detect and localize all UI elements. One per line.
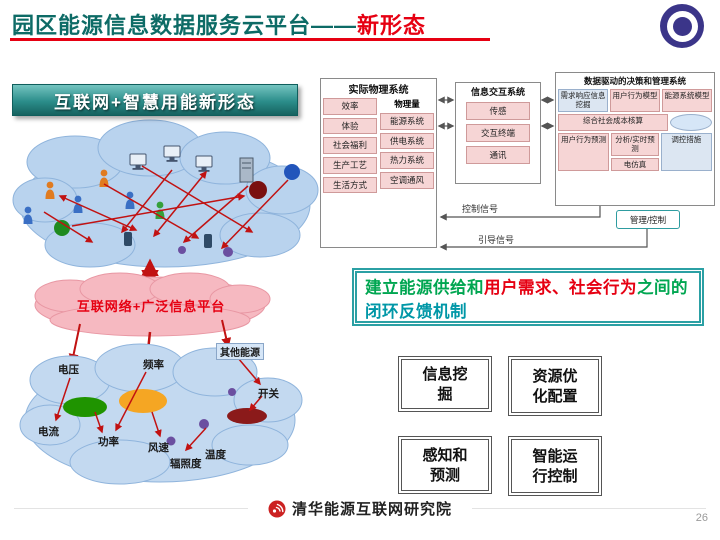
page-title: 园区能源信息数据服务云平台——新形态	[12, 8, 426, 40]
system-flow-arrows	[437, 96, 648, 251]
decision-item: 分析/实时预测	[611, 132, 659, 156]
internet-platform-label: 互联网络+广泛信息平台	[76, 299, 226, 314]
physical-item: 效率	[323, 98, 377, 115]
sensors-cloud	[19, 343, 303, 485]
title-underline	[10, 38, 490, 41]
decision-item: 电仿真	[611, 157, 659, 171]
decision-item: 能源系统模型	[662, 89, 712, 112]
server-icon	[239, 157, 254, 183]
tsinghua-logo-icon	[660, 4, 704, 48]
node-irradiance: 辐照度	[170, 458, 202, 470]
sensor-arrows	[54, 357, 263, 452]
internet-platform-cloud	[34, 272, 271, 337]
page-title-main: 园区能源信息数据服务云平台——	[12, 13, 358, 38]
physical-subsystem: 空调通风	[380, 171, 434, 189]
feedback-text-segment: 用户需求、社会行为	[484, 279, 637, 297]
feedback-text-segment: 建立能源供给和	[365, 279, 484, 297]
footer-divider	[472, 508, 707, 509]
page-number: 26	[695, 512, 708, 524]
control-signal-line	[439, 206, 601, 221]
footer-divider	[14, 508, 248, 509]
node-voltage: 电压	[58, 364, 79, 376]
users-devices-cloud	[12, 119, 319, 268]
section-banner: 互联网+智慧用能新形态	[12, 84, 298, 116]
interconnect-arrows	[43, 165, 289, 250]
physical-subsystem: 供电系统	[380, 132, 434, 150]
node-wind-speed: 风速	[148, 442, 169, 454]
interaction-system-title: 信息交互系统	[470, 87, 525, 97]
interaction-item: 通讯	[466, 146, 530, 164]
node-power: 功率	[98, 436, 119, 448]
manage-control-box: 管理/控制	[616, 210, 680, 229]
capability-box-sense-predict: 感知和预测	[398, 436, 492, 494]
physical-item: 生产工艺	[323, 156, 377, 174]
decision-system-title: 数据驱动的决策和管理系统	[583, 76, 686, 86]
physical-quantity-header: 物理量	[394, 99, 420, 109]
guide-signal-line	[439, 227, 648, 251]
decision-item: 综合社会成本核算	[558, 113, 668, 131]
node-other-energy: 其他能源	[216, 343, 264, 360]
physical-subsystem: 热力系统	[380, 152, 434, 169]
physical-item: 体验	[323, 117, 377, 135]
decision-item: 用户行为预测	[558, 132, 610, 171]
capability-box-smart-control: 智能运行控制	[508, 436, 602, 496]
control-signal-label: 控制信号	[462, 204, 499, 214]
physical-item: 生活方式	[323, 176, 377, 194]
footer-organization: 清华能源互联网研究院	[292, 501, 453, 518]
decision-item: 需求响应信息挖掘	[558, 89, 608, 112]
node-frequency: 频率	[143, 359, 164, 371]
footer: 清华能源互联网研究院	[0, 498, 720, 519]
physical-system-box: 实际物理系统 效率 体验 社会福利 生产工艺 生活方式 物理量 能源系统 供电系…	[320, 78, 437, 248]
capability-box-resource-opt: 资源优化配置	[508, 356, 602, 416]
guide-signal-label: 引导信号	[478, 235, 515, 245]
feedback-mechanism-box: 建立能源供给和用户需求、社会行为之间的闭环反馈机制	[352, 268, 704, 326]
physical-subsystem: 能源系统	[380, 113, 434, 130]
wechat-account-icon	[268, 500, 286, 517]
cloud-shape-icon	[670, 113, 712, 131]
node-switch: 开关	[258, 388, 279, 400]
measurement-blobs	[63, 388, 267, 446]
decision-item: 调控措施	[660, 132, 712, 171]
interaction-item: 传感	[466, 102, 530, 120]
page-title-accent: 新形态	[357, 13, 427, 38]
capability-box-info-mining: 信息挖掘	[398, 356, 492, 412]
decision-item: 用户行为模型	[610, 89, 660, 112]
interaction-system-box: 信息交互系统 传感 交互终端 通讯	[455, 82, 541, 184]
node-temperature: 温度	[205, 449, 226, 461]
interaction-item: 交互终端	[466, 124, 530, 142]
feedback-text-segment: 闭环反馈机制	[365, 302, 467, 321]
feedback-text-segment: 之间的	[637, 279, 688, 297]
physical-item: 社会福利	[323, 137, 377, 154]
decision-system-box: 数据驱动的决策和管理系统 需求响应信息挖掘 用户行为模型 能源系统模型 综合社会…	[555, 72, 715, 206]
physical-system-title: 实际物理系统	[348, 85, 409, 96]
phone-icon	[124, 232, 212, 248]
node-current: 电流	[38, 426, 59, 438]
